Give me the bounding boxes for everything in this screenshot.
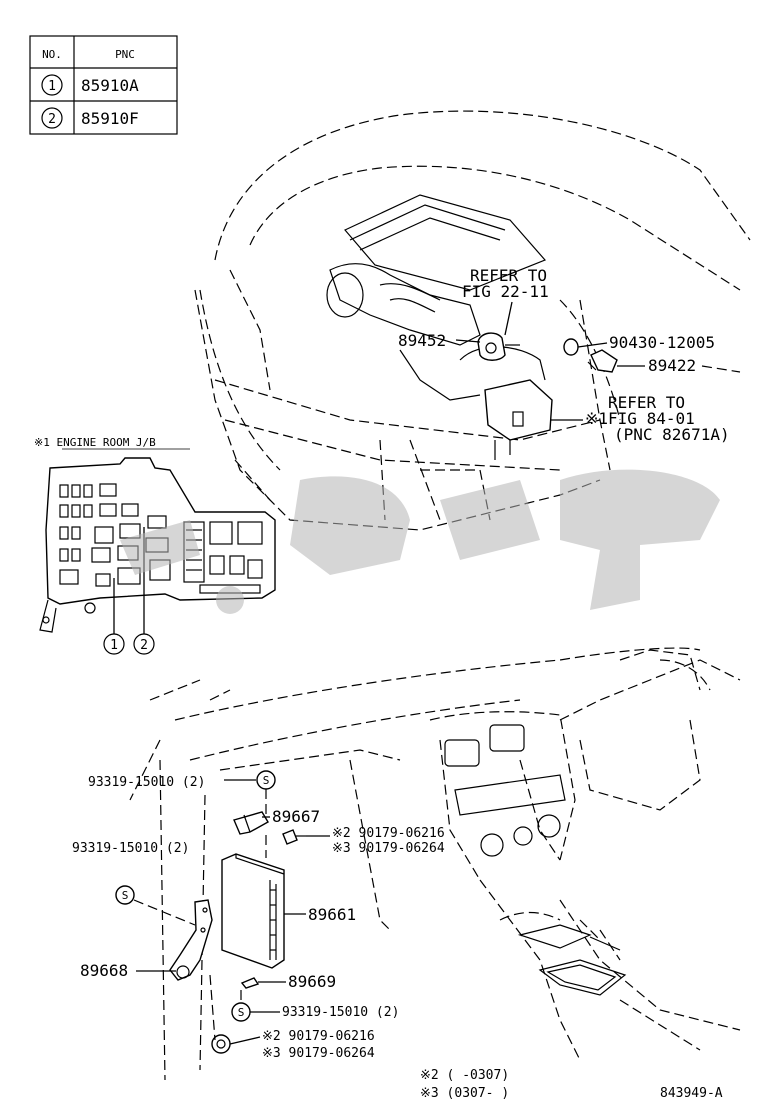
jb-title: ※1 ENGINE ROOM J/B (34, 436, 156, 449)
ecu-89661 (221, 853, 285, 969)
upper-labels: REFER TO FIG 22-11 89452 90430-12005 894… (398, 266, 741, 444)
footnote-3: ※3 (0307- ) (420, 1086, 509, 1101)
figure-id: 843949-A (660, 1086, 723, 1101)
s-nut-2: S (115, 885, 135, 905)
engine-cover (326, 194, 547, 401)
label-89668: 89668 (80, 961, 128, 980)
label-r2-lower: ※2 90179-06216 (262, 1029, 375, 1044)
table-row-2-pnc: 85910F (81, 109, 139, 128)
label-89452: 89452 (398, 331, 446, 350)
label-89422: 89422 (648, 356, 696, 375)
s-nut-3-mark: S (238, 1006, 245, 1019)
label-93319-1: 93319-15010 (2) (88, 775, 205, 790)
refer-b-line2: ※1FIG 84-01 (585, 409, 695, 428)
refer-a-line1: REFER TO (470, 266, 547, 285)
label-89661: 89661 (308, 905, 356, 924)
bracket-89668 (169, 899, 213, 981)
center-console (444, 724, 627, 996)
gasket-ring (563, 338, 579, 356)
label-89667: 89667 (272, 807, 320, 826)
refer-b-line1: REFER TO (608, 393, 685, 412)
s-nut-1: S (256, 770, 276, 790)
label-93319-3: 93319-15010 (2) (282, 1005, 399, 1020)
footnotes: ※2 ( -0307) ※3 (0307- ) 843949-A (420, 1068, 723, 1101)
s-nut-2-mark: S (122, 889, 129, 902)
relay-box (484, 379, 553, 460)
table-header-no: NO. (42, 48, 62, 61)
s-nut-1-mark: S (263, 774, 270, 787)
table-row-1-no: 1 (48, 79, 56, 94)
jb-callout-1: 1 (110, 638, 118, 653)
jb-callout-2: 2 (140, 638, 148, 653)
part-89422-sensor (587, 349, 618, 373)
label-r2-upper: ※2 90179-06216 (332, 826, 445, 841)
label-89669: 89669 (288, 972, 336, 991)
table-row-1-pnc: 85910A (81, 76, 139, 95)
bolt-upper (282, 829, 306, 845)
refer-a-line2: FIG 22-11 (462, 282, 549, 301)
table-header-pnc: PNC (115, 48, 135, 61)
lower-labels: 93319-15010 (2) 89667 ※2 90179-06216 ※3 … (72, 775, 445, 1061)
bracket-89667 (233, 811, 269, 835)
label-r3-lower: ※3 90179-06264 (262, 1046, 375, 1061)
table-row-2-no: 2 (48, 112, 56, 127)
s-nut-3: S (231, 1002, 251, 1022)
footnote-2: ※2 ( -0307) (420, 1068, 509, 1083)
engine-bay-illustration (194, 110, 751, 531)
label-90430: 90430-12005 (609, 333, 715, 352)
part-89452-sensor (477, 332, 520, 361)
watermark-logo (120, 469, 720, 614)
label-r3-upper: ※3 90179-06264 (332, 841, 445, 856)
clip-89669 (240, 977, 260, 989)
refer-b-line3: (PNC 82671A) (614, 425, 730, 444)
label-93319-2: 93319-15010 (2) (72, 841, 189, 856)
pnc-table: NO. PNC 1 85910A 2 85910F (29, 35, 178, 135)
